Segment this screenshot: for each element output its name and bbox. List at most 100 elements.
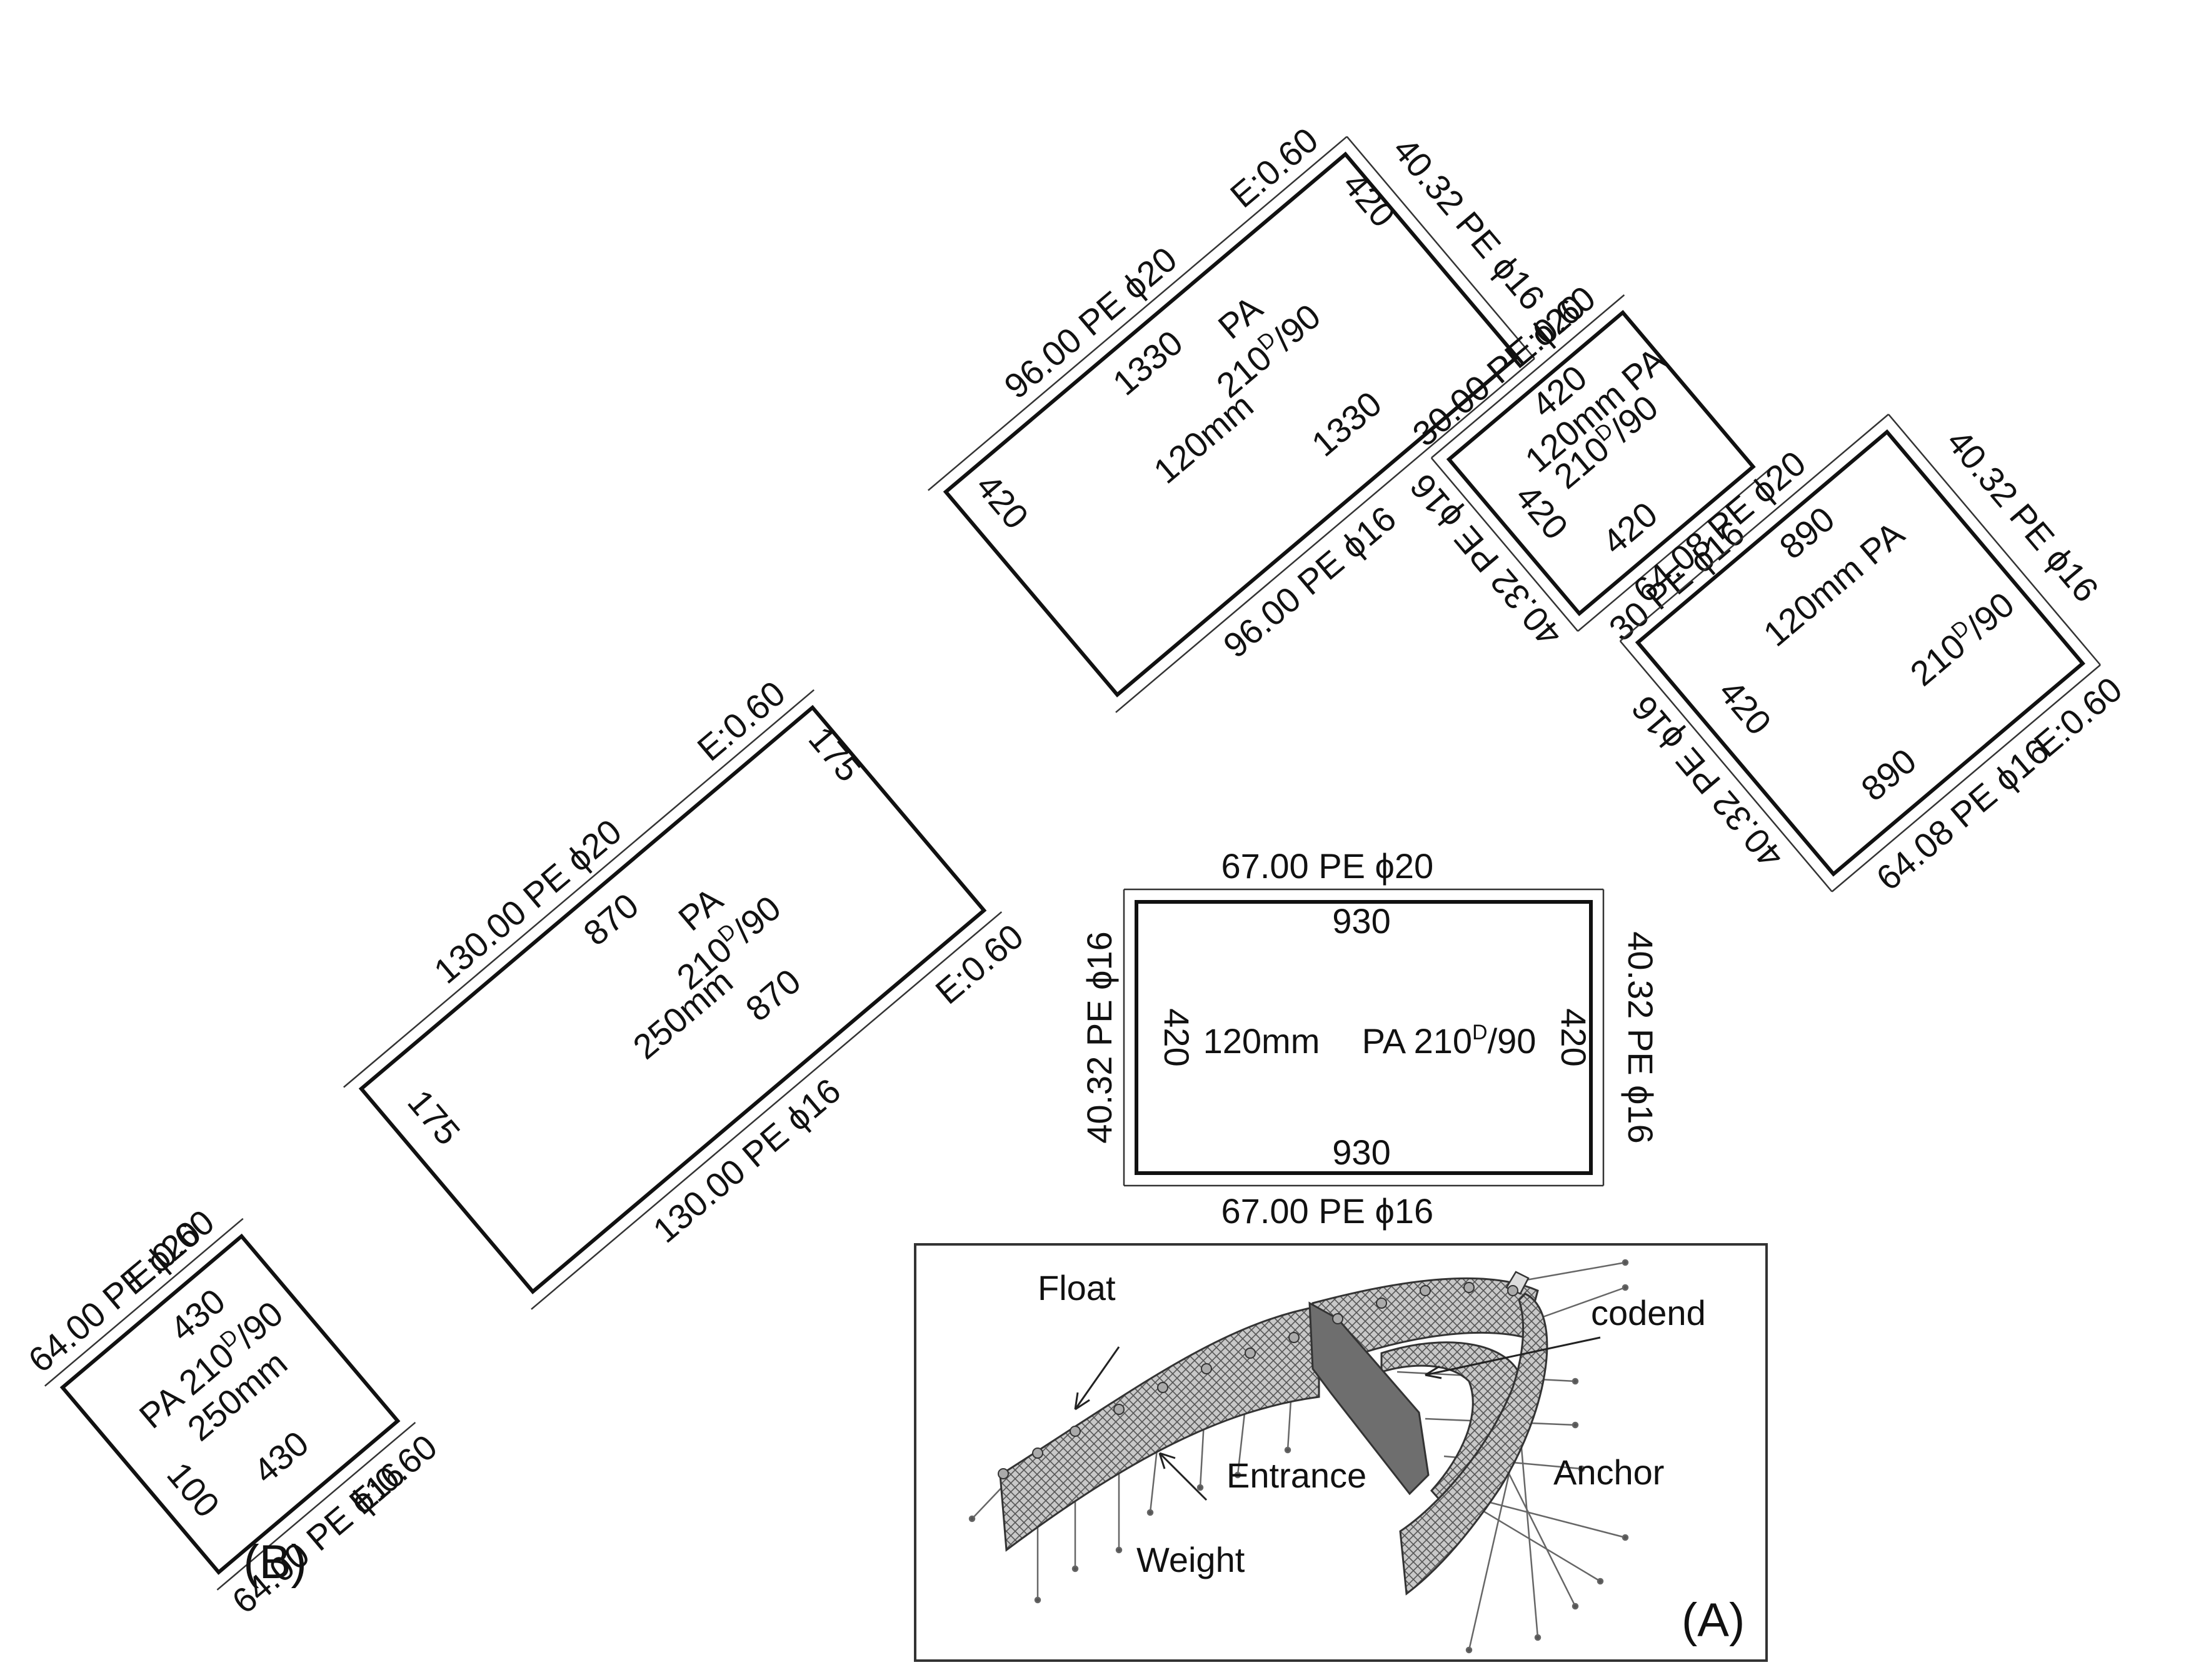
top-mesh-count: 890 bbox=[1772, 499, 1842, 566]
foot-rope bbox=[1115, 358, 1535, 713]
material-label: 210D/90 bbox=[1902, 584, 2022, 693]
head-rope bbox=[343, 689, 815, 1088]
anchor-point bbox=[1572, 1378, 1579, 1385]
floats bbox=[998, 1282, 1518, 1479]
left-mesh-count: 420 bbox=[968, 466, 1036, 536]
bottom-mesh-count: 1330 bbox=[1304, 384, 1389, 464]
mooring-line bbox=[1518, 1261, 1626, 1282]
head-rope bbox=[1620, 413, 1889, 642]
bottom-mesh-count: 430 bbox=[246, 1423, 316, 1491]
foot-rope bbox=[1577, 468, 1772, 632]
anchor-point bbox=[1196, 1484, 1204, 1491]
entrance-label: Entrance bbox=[1226, 1456, 1366, 1495]
anchor-point bbox=[1034, 1596, 1041, 1604]
head-rope bbox=[928, 136, 1348, 491]
top-mesh-count: 870 bbox=[576, 886, 646, 953]
anchor-point bbox=[1622, 1284, 1629, 1291]
panel-outline bbox=[59, 1233, 401, 1575]
head-rope-label: 130.00 PE ϕ20 bbox=[426, 811, 629, 991]
anchor-point bbox=[1622, 1534, 1629, 1541]
anchor-point bbox=[1622, 1259, 1629, 1266]
foot-rope-label: 96.00 PE ϕ16 bbox=[1216, 498, 1403, 665]
codend-label: codend bbox=[1591, 1293, 1706, 1332]
anchor-point bbox=[1572, 1421, 1579, 1429]
float-label: Float bbox=[1038, 1268, 1116, 1308]
float-buoy bbox=[1245, 1348, 1256, 1359]
right-mesh-count: 175 bbox=[801, 719, 869, 789]
annotation-arrows bbox=[1074, 1336, 1601, 1501]
float-buoy bbox=[1201, 1363, 1212, 1374]
float-buoy bbox=[1332, 1313, 1343, 1324]
set-net-3d-inset: Float codend Entrance Anchor Weight (A) bbox=[914, 1243, 1768, 1662]
bottom-mesh-count: 870 bbox=[738, 961, 808, 1029]
foot-rope bbox=[531, 911, 1003, 1310]
bottom-mesh-count: 930 bbox=[1332, 1132, 1390, 1172]
panel-a-label: (A) bbox=[1682, 1594, 1745, 1647]
head-rope bbox=[44, 1218, 244, 1387]
left-mesh-count: 420 bbox=[1712, 672, 1779, 742]
left-mesh-count: 420 bbox=[1157, 1008, 1196, 1066]
float-buoy bbox=[1157, 1382, 1168, 1393]
foot-rope-label: 67.00 PE ϕ16 bbox=[1221, 1191, 1434, 1231]
mesh-size-label: 120mm bbox=[1146, 386, 1260, 491]
anchor-point bbox=[968, 1515, 976, 1522]
anchor-point bbox=[1572, 1602, 1579, 1610]
right-rope-label: 40.32 PE ϕ16 bbox=[1939, 422, 2106, 609]
left-rope-label: 40.32 PE ϕ16 bbox=[1080, 931, 1119, 1144]
panel-outline bbox=[1135, 900, 1593, 1175]
anchor-point bbox=[1578, 1465, 1585, 1472]
right-rope-label: 40.32 PE ϕ16 bbox=[1621, 931, 1660, 1144]
net-panel-p6: 67.00 PE ϕ20 67.00 PE ϕ16 40.32 PE ϕ16 40.3… bbox=[1080, 846, 1660, 1231]
foot-rope-label: 130.00 PE ϕ16 bbox=[646, 1071, 848, 1250]
float-buoy bbox=[1376, 1298, 1387, 1309]
float-buoy bbox=[1032, 1448, 1043, 1459]
right-mesh-count: 420 bbox=[1554, 1008, 1593, 1066]
right-mesh-count: 420 bbox=[1335, 164, 1403, 234]
left-side-rope bbox=[1430, 457, 1579, 632]
head-rope bbox=[1431, 294, 1625, 459]
anchor-point bbox=[1146, 1509, 1154, 1516]
mesh-size-label: 120mm bbox=[1203, 1021, 1320, 1061]
float-buoy bbox=[1420, 1285, 1431, 1296]
mooring-line bbox=[1499, 1456, 1577, 1607]
float-buoy bbox=[1113, 1404, 1125, 1415]
panel-outline bbox=[358, 704, 987, 1294]
float-buoy bbox=[1288, 1332, 1300, 1343]
anchor-point bbox=[1597, 1578, 1604, 1585]
anchor-point bbox=[1534, 1634, 1542, 1641]
mooring-line bbox=[1518, 1418, 1539, 1638]
float-buoy bbox=[998, 1468, 1009, 1479]
anchor-label: Anchor bbox=[1553, 1452, 1664, 1492]
weight-label: Weight bbox=[1136, 1540, 1245, 1579]
right-side-rope bbox=[1346, 136, 1535, 359]
float-buoy bbox=[1507, 1285, 1518, 1296]
left-side-rope bbox=[1619, 640, 1833, 892]
top-mesh-count: 930 bbox=[1332, 901, 1390, 941]
anchor-point bbox=[1284, 1446, 1291, 1454]
mooring-lines bbox=[968, 1259, 1629, 1654]
anchor-point bbox=[1115, 1546, 1123, 1554]
float-buoy bbox=[1070, 1426, 1081, 1437]
foot-rope bbox=[1831, 664, 2101, 892]
bottom-mesh-count: 890 bbox=[1853, 741, 1923, 808]
mooring-line bbox=[1475, 1505, 1601, 1582]
outer-net-wall bbox=[1399, 1292, 1548, 1596]
float-buoy bbox=[1463, 1282, 1475, 1293]
mooring-line bbox=[1537, 1286, 1626, 1320]
material-label: PA 210D/90 bbox=[1362, 1021, 1537, 1061]
entrance-panel bbox=[1308, 1301, 1430, 1496]
panel-b-label: (B) bbox=[243, 1536, 306, 1589]
anchor-point bbox=[1234, 1471, 1241, 1479]
left-mesh-count: 175 bbox=[400, 1082, 468, 1152]
panel-outline bbox=[1446, 309, 1756, 616]
head-rope-label: 67.00 PE ϕ20 bbox=[1221, 846, 1434, 886]
material-label: PA210D/90 bbox=[1181, 262, 1328, 405]
right-side-rope bbox=[1888, 414, 2101, 666]
panel-outline bbox=[1635, 429, 2085, 877]
panel-outline bbox=[943, 151, 1520, 698]
